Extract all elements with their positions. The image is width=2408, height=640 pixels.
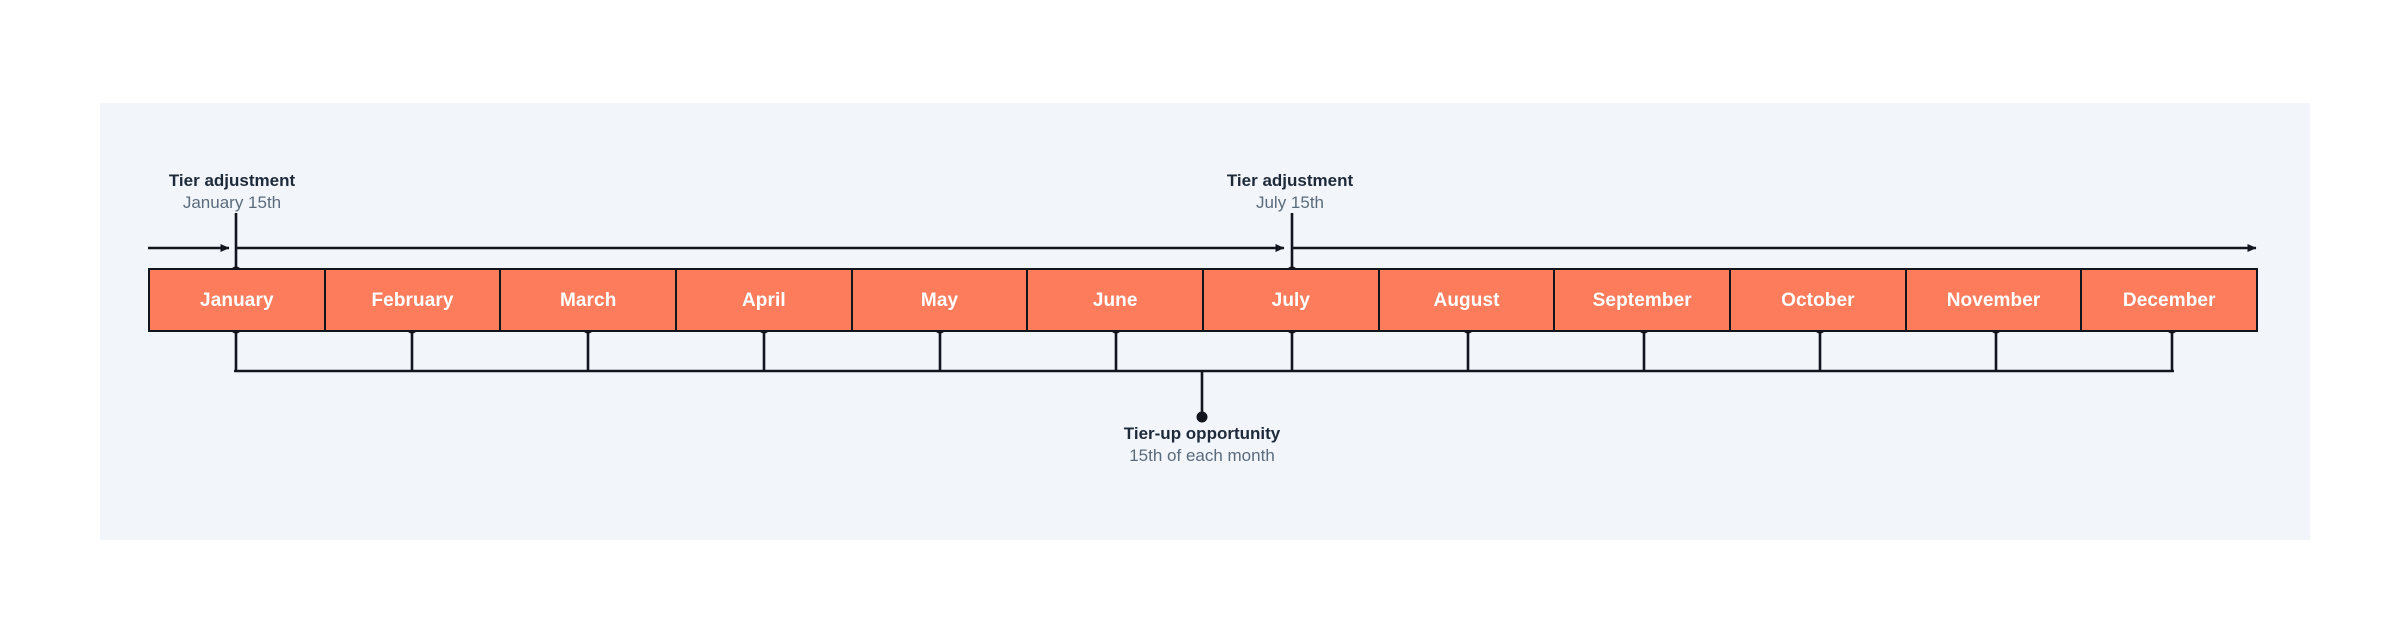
- month-cell-december[interactable]: December: [2082, 270, 2257, 330]
- month-label: October: [1781, 289, 1855, 311]
- month-cell-october[interactable]: October: [1731, 270, 1907, 330]
- month-label: July: [1271, 289, 1311, 311]
- month-bar: January February March April May June Ju…: [148, 268, 2258, 332]
- month-cell-april[interactable]: April: [677, 270, 853, 330]
- month-label: March: [559, 289, 617, 311]
- month-cell-july[interactable]: July: [1204, 270, 1380, 330]
- month-label: February: [371, 289, 454, 311]
- month-cell-september[interactable]: September: [1555, 270, 1732, 330]
- annotation-tier-adjustment-january: Tier adjustment January 15th: [169, 170, 295, 214]
- annotation-tier-up-opportunity: Tier-up opportunity 15th of each month: [1124, 423, 1280, 467]
- month-label: August: [1433, 289, 1500, 311]
- annotation-title: Tier-up opportunity: [1123, 424, 1281, 443]
- month-label: May: [920, 289, 959, 311]
- month-cell-may[interactable]: May: [852, 270, 1029, 330]
- month-cell-march[interactable]: March: [501, 270, 678, 330]
- annotation-title: Tier adjustment: [1226, 171, 1354, 190]
- month-label: December: [2122, 289, 2216, 311]
- month-cell-august[interactable]: August: [1379, 270, 1556, 330]
- month-label: November: [1946, 289, 2041, 311]
- annotation-title: Tier adjustment: [168, 171, 296, 190]
- annotation-tier-adjustment-july: Tier adjustment July 15th: [1227, 170, 1353, 214]
- month-label: April: [741, 289, 786, 311]
- annotation-subtitle: 15th of each month: [1129, 445, 1275, 465]
- month-cell-june[interactable]: June: [1028, 270, 1205, 330]
- annotation-subtitle: July 15th: [1255, 192, 1325, 212]
- month-cell-february[interactable]: February: [325, 270, 502, 330]
- month-cell-november[interactable]: November: [1906, 270, 2083, 330]
- annotation-subtitle: January 15th: [182, 192, 282, 212]
- month-label: June: [1092, 289, 1138, 311]
- month-label: September: [1592, 289, 1692, 311]
- month-cell-january[interactable]: January: [150, 270, 326, 330]
- month-label: January: [200, 289, 274, 311]
